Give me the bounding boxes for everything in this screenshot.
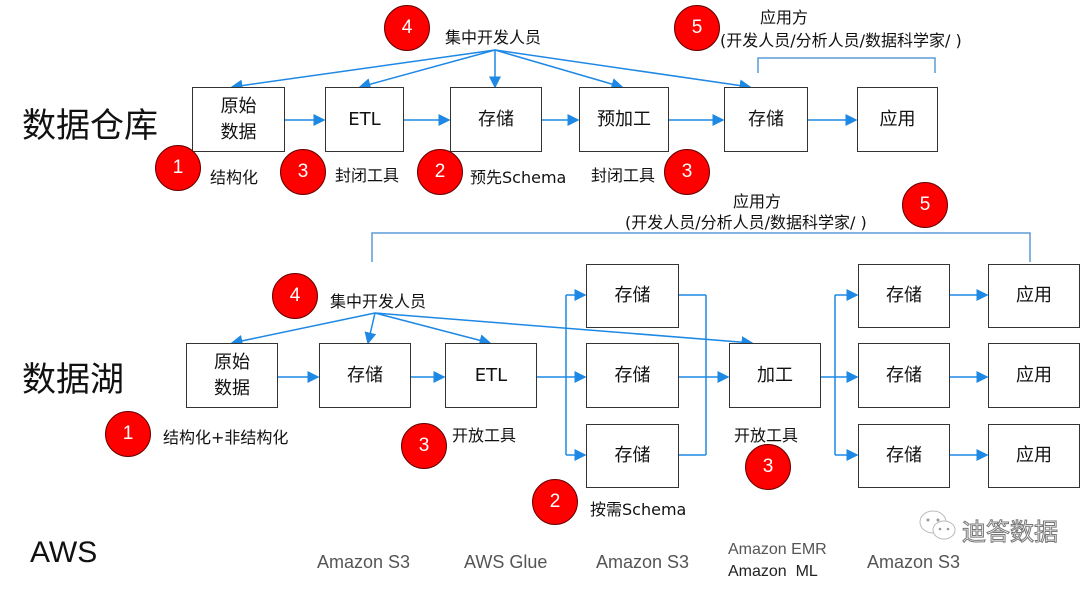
aws-service: AWS Glue [464, 552, 548, 572]
aws-service: Amazon EMR [728, 541, 827, 558]
consumer-bracket [757, 57, 936, 73]
box-storage: 存储 [858, 264, 950, 328]
arrow [364, 312, 377, 345]
badge: 2 [532, 479, 578, 525]
badge: 4 [384, 5, 430, 51]
badge: 5 [674, 5, 720, 51]
badge: 1 [105, 411, 151, 457]
box-application: 应用 [988, 424, 1080, 488]
arrow [494, 49, 752, 92]
box-etl: ETL [325, 87, 404, 152]
box-storage: 存储 [858, 343, 950, 408]
wechat-icon [918, 508, 958, 544]
badge: 3 [280, 149, 326, 195]
box-storage: 存储 [319, 343, 411, 408]
aws-service: Amazon ML [728, 563, 818, 580]
aws-service: Amazon S3 [596, 552, 690, 572]
box-storage: 存储 [586, 264, 679, 328]
consumers-title: 应用方 [733, 192, 782, 211]
box-storage: 存储 [858, 424, 950, 488]
box-storage: 存储 [586, 424, 679, 488]
aws-service: Amazon S3 [317, 552, 411, 572]
arrow [230, 312, 376, 347]
aws-title: AWS [30, 536, 98, 569]
note: 结构化 [210, 168, 259, 187]
box-storage: 存储 [586, 343, 679, 408]
badge: 3 [745, 444, 791, 490]
note: 结构化+非结构化 [163, 428, 289, 447]
box-raw-data: 原始 数据 [192, 87, 285, 152]
arrow [494, 49, 624, 90]
badge: 2 [417, 149, 463, 195]
arrow [358, 49, 496, 91]
note: 开放工具 [452, 426, 517, 445]
badge: 5 [902, 182, 948, 228]
developers-label: 集中开发人员 [445, 28, 542, 47]
box-raw-data: 原始 数据 [186, 343, 278, 408]
consumers-list: (开发人员/分析人员/数据科学家/ ) [625, 213, 867, 232]
box-application: 应用 [857, 87, 938, 152]
badge: 4 [272, 273, 318, 319]
badge: 3 [401, 423, 447, 469]
lake-title: 数据湖 [22, 360, 124, 400]
badge: 1 [155, 145, 201, 191]
box-process: 加工 [729, 343, 821, 408]
badge: 3 [664, 149, 710, 195]
warehouse-title: 数据仓库 [22, 106, 158, 146]
note: 按需Schema [590, 500, 687, 519]
box-storage: 存储 [450, 87, 542, 152]
note: 封闭工具 [335, 166, 400, 185]
arrow [374, 312, 754, 349]
box-preprocess: 预加工 [579, 87, 669, 152]
consumers-title: 应用方 [760, 8, 809, 27]
box-storage: 存储 [724, 87, 808, 152]
box-application: 应用 [988, 343, 1080, 408]
box-application: 应用 [988, 264, 1080, 328]
note: 封闭工具 [591, 166, 656, 185]
aws-service: Amazon S3 [867, 552, 961, 572]
note: 预先Schema [470, 168, 567, 187]
developers-label: 集中开发人员 [330, 292, 427, 311]
consumers-list: (开发人员/分析人员/数据科学家/ ) [720, 31, 962, 50]
arrow [374, 312, 492, 347]
note: 开放工具 [734, 426, 799, 445]
arrow [230, 49, 496, 92]
consumer-bracket [371, 232, 1031, 262]
box-etl: ETL [445, 343, 537, 408]
watermark: 迪答数据 [962, 518, 1059, 547]
